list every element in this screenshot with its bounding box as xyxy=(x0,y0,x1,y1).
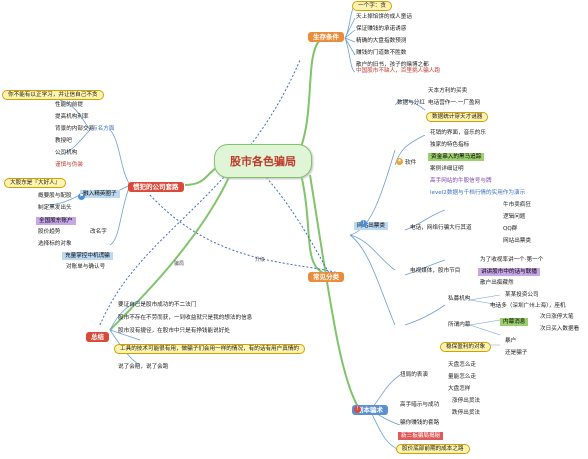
group-label: 电话，网络行骗大行其道 xyxy=(410,225,472,231)
info-icon: i xyxy=(360,220,367,227)
group-label: 点名方面 xyxy=(92,126,115,132)
list-item: 性能的前提 xyxy=(55,102,83,108)
list-item: 天本方利的买卖 xyxy=(428,88,468,94)
list-item: 逻辑问题 xyxy=(503,214,526,220)
group-label-tag: 融入精英圈子 xyxy=(80,190,120,198)
survival-item: 天上掉馅饼的成人童话 xyxy=(356,14,412,20)
list-item: 教授吧 xyxy=(55,138,72,144)
group-label: 改名字 xyxy=(90,229,107,235)
star-icon: ★ xyxy=(396,158,403,165)
branch-script-scams[interactable]: 剧本骗术 xyxy=(352,405,388,415)
list-item: 高手网站的牛股信号与牌 xyxy=(430,178,492,184)
list-item-tag: 内幕消息 xyxy=(500,318,529,326)
group-label-tag: 网站出票类 xyxy=(354,222,388,230)
survival-item-highlight: 中国股市不缺人，百里挑人骗人跑 xyxy=(356,68,440,74)
note-oval: 大股东是『大好人』 xyxy=(4,178,67,188)
list-item: 牛市卖疯狂 xyxy=(503,202,531,208)
list-item: 花销的界面，音乐的乐 xyxy=(430,130,486,136)
list-item-highlight: 工具的技术可能很有用，做骗子们会用一样的情况，有的话有用户真情的 xyxy=(114,344,306,354)
warning-icon: ! xyxy=(354,406,361,413)
edge-label-scam: 骗局 xyxy=(174,261,185,267)
list-item: 公司机构 xyxy=(55,150,78,156)
branch-company-tricks[interactable]: 惯犯的公司套路 xyxy=(128,182,184,192)
list-item: 股市没有捷径，在股市中只是有挣钱能说好处 xyxy=(118,328,230,334)
group-label: 数据与分红 xyxy=(397,100,425,106)
list-item: 股市不存在不劳而获，一到收益就只是我的想法的信息 xyxy=(118,315,253,321)
group-label: 所谓内幕 xyxy=(448,322,471,328)
group-label: 电视媒体，股市节目 xyxy=(410,268,461,274)
list-item: 谨慎与伪装 xyxy=(55,162,83,168)
group-label: 高手暗示与成功 xyxy=(400,402,440,408)
flag-icon: ⚑ xyxy=(78,193,85,200)
list-item: 股价趋势 xyxy=(38,229,61,235)
list-item: 制定黑发出头 xyxy=(38,205,72,211)
branch-common-categories[interactable]: 常见分类 xyxy=(308,272,344,282)
list-item: 为了收视率讲一个·第一个 xyxy=(480,257,544,263)
group-label: 扭局的表演 xyxy=(400,372,428,378)
list-item-tag: 新三板骗局揭秘 xyxy=(398,432,444,440)
list-item-tag: 全国股东账户 xyxy=(36,217,76,225)
list-item: 量能怎么走 xyxy=(448,374,476,380)
list-item-tag: 充量掌控中机谎骗 xyxy=(62,252,113,260)
list-item: 跌停出货法 xyxy=(452,410,480,416)
survival-item: 散户的旧书，孩子的赌博之都 xyxy=(356,62,429,68)
survival-item: 精确的大盘指数预测 xyxy=(356,38,407,44)
list-item: 背景的内部交易 xyxy=(55,126,95,132)
branch-survival-conditions[interactable]: 生存条件 xyxy=(308,32,344,42)
list-item-highlight: 股价底部前期的成本之路 xyxy=(396,444,470,454)
list-item: 说了会赔，说了会跑 xyxy=(118,364,169,370)
group-label-highlight: 稳保盈利的对象 xyxy=(440,342,492,352)
note-oval: 你不能有以正学习，并让信自己不贪 xyxy=(2,90,104,100)
list-item: 天盘怎么走 xyxy=(448,362,476,368)
survival-item: 赚钱的门道数不胜数 xyxy=(356,50,407,56)
list-item: 选择标的对象 xyxy=(38,241,72,247)
list-item: QQ群 xyxy=(503,226,518,232)
list-item: 某某投资公司 xyxy=(505,292,539,298)
list-item: 电话营作一·一厂盈网 xyxy=(428,100,481,106)
edge-label-upgrade: 升级 xyxy=(255,257,266,263)
list-item: 案例详细证明 xyxy=(430,166,464,172)
list-item: 暴户 xyxy=(505,338,517,344)
list-item-tag: 讲讲股市中的话与联播 xyxy=(478,268,540,276)
list-item: 次日涨停大笔 xyxy=(540,314,574,320)
list-item: 对账单与确认号 xyxy=(66,264,106,270)
list-item: 概要股与配股 xyxy=(38,193,72,199)
list-item: 要证自己是股市成功的不二法门 xyxy=(118,302,197,308)
list-item: 骗你赚钱的套路 xyxy=(400,420,440,426)
list-item: 电话多（深圳广州上海），座机 xyxy=(490,303,566,309)
list-item: 次日买入数据看 xyxy=(540,326,580,332)
list-item-tag: 资金串入的黑马追踪 xyxy=(428,153,485,161)
survival-item: 保证赚钱的承诺诱惑 xyxy=(356,26,407,32)
list-item: 涨停出货法 xyxy=(452,398,480,404)
list-item: level2数据与千档行情的实用作为演示 xyxy=(430,190,526,196)
list-item: 散户出痴藏然 xyxy=(480,280,514,286)
group-label: 私募机构 xyxy=(448,296,471,302)
central-topic[interactable]: 股市各色骗局 xyxy=(214,144,312,178)
list-item-highlight: 数据统计穿天才谜器 xyxy=(426,112,489,122)
group-label: 软件 xyxy=(405,160,417,166)
list-item: 提高机构利率 xyxy=(55,114,89,120)
list-item: 网站出票类 xyxy=(503,238,531,244)
list-item: 还是骗子 xyxy=(505,350,528,356)
list-item: 独家的特色指标 xyxy=(430,142,470,148)
list-item: 大盘怎样 xyxy=(448,386,471,392)
survival-item: 一个字：贪 xyxy=(352,1,392,11)
branch-summary[interactable]: 总结 xyxy=(86,332,109,342)
